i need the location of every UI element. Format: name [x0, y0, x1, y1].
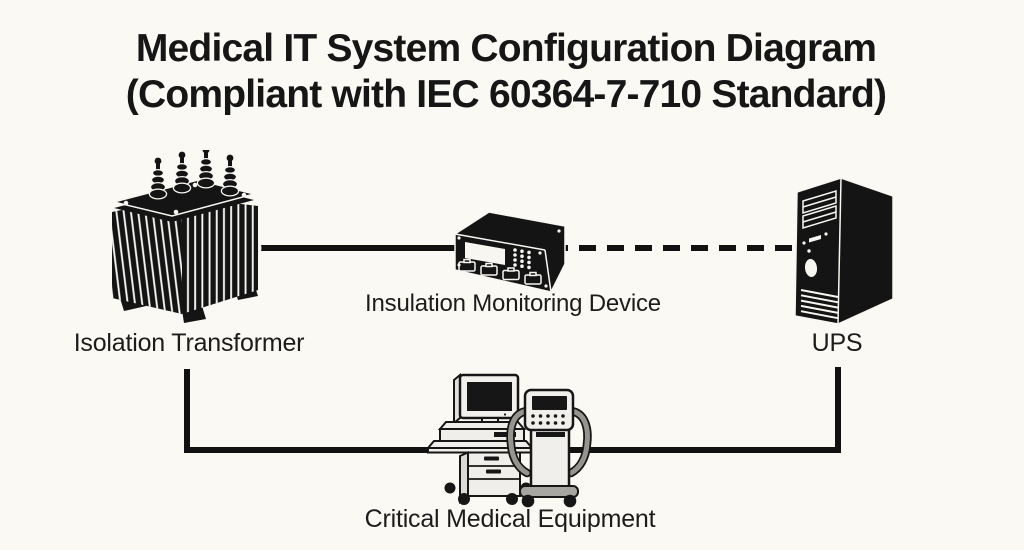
imd-keypad — [513, 248, 531, 270]
device-base — [519, 485, 579, 498]
equipment-label: Critical Medical Equipment — [364, 505, 656, 533]
ups-controls — [802, 232, 828, 277]
ups-vents — [800, 289, 839, 320]
device-handles — [506, 406, 592, 478]
isolation-transformer-icon — [112, 150, 258, 323]
title-line-1: Medical IT System Configuration Diagram — [135, 27, 877, 70]
transformer-label: Isolation Transformer — [73, 329, 305, 357]
title-line-2: (Compliant with IEC 60364-7-710 Standard… — [125, 73, 887, 117]
device-screen — [532, 396, 567, 410]
ups-label: UPS — [811, 329, 863, 357]
ups-tower-icon — [794, 177, 894, 325]
ups-power-button — [804, 259, 818, 277]
ups-drive-bays — [802, 189, 837, 230]
page-title: Medical IT System Configuration Diagram … — [0, 26, 1024, 119]
insulation-monitoring-device-icon — [454, 211, 566, 293]
medical-device — [506, 388, 592, 508]
medical-cart — [425, 372, 535, 505]
ups-tower-body — [795, 178, 893, 324]
transformer-fin-body — [112, 197, 258, 314]
ups-edges — [794, 177, 894, 325]
cart-monitor-screen — [467, 382, 512, 411]
cart-shelf — [425, 440, 535, 449]
device-wheels — [521, 494, 577, 508]
imd-edges — [454, 211, 566, 293]
device-buttons — [531, 414, 565, 425]
medical-equipment-icon — [425, 372, 592, 508]
transformer-top-plate — [113, 179, 257, 217]
imd-terminals — [458, 258, 542, 285]
imd-display — [465, 242, 505, 265]
imd-screws — [457, 229, 561, 288]
imd-label: Insulation Monitoring Device — [365, 290, 661, 317]
